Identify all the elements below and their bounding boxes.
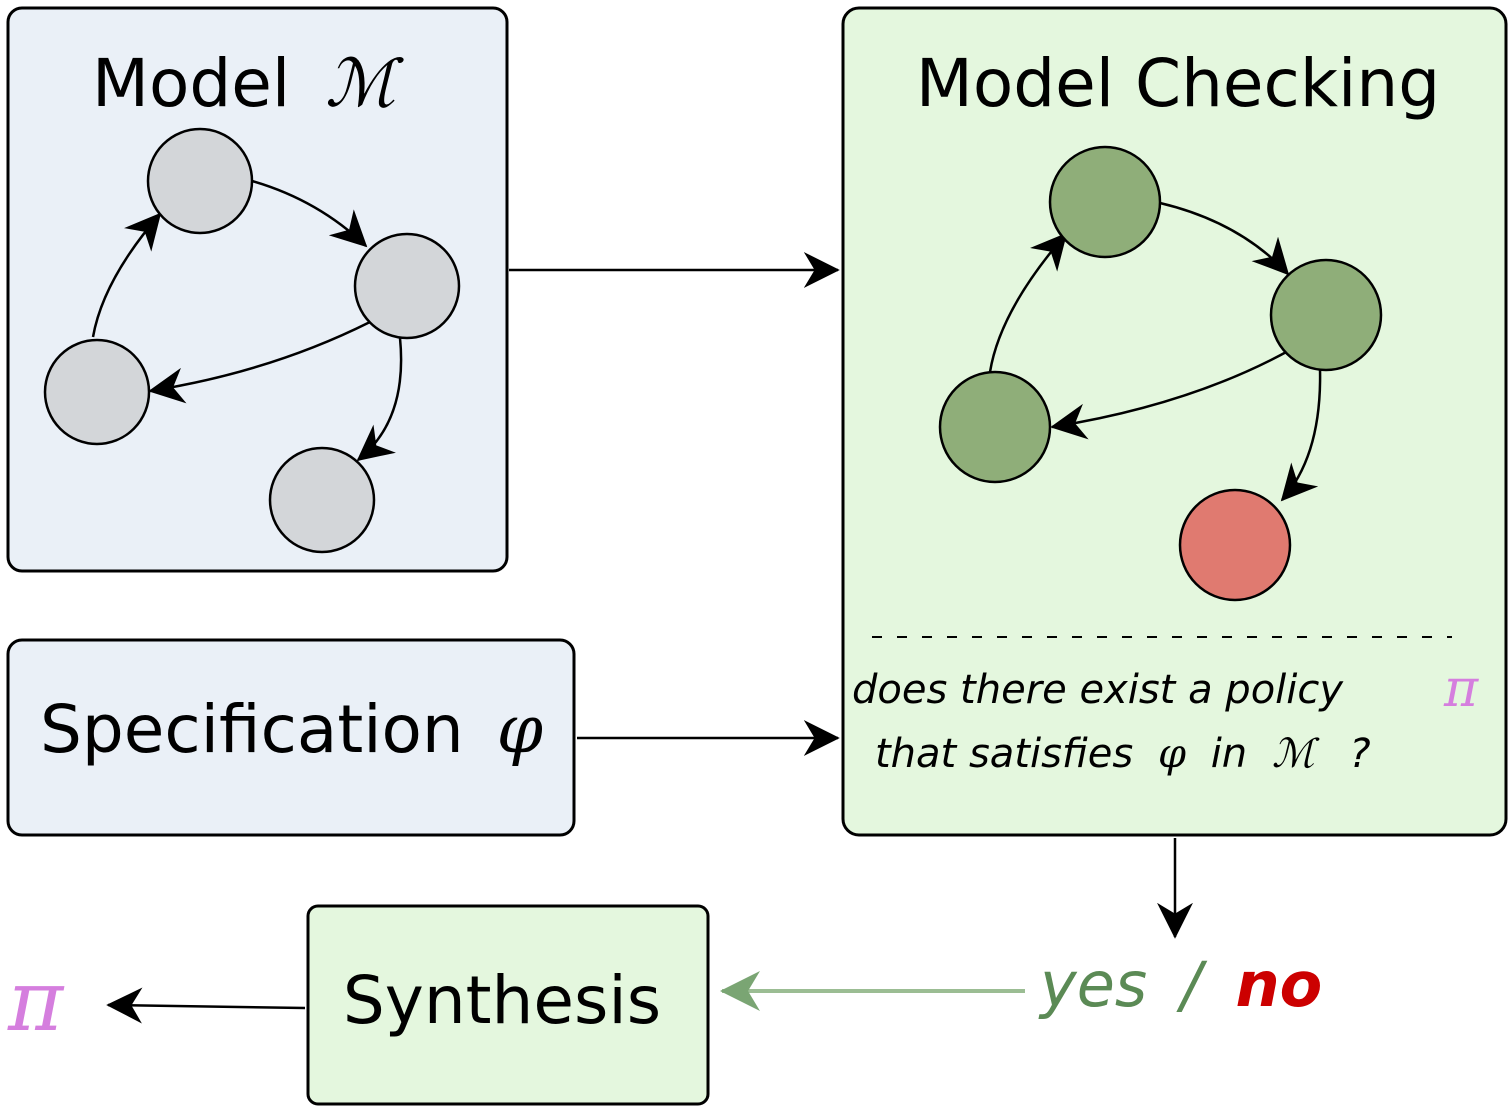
model-edge-2: [148, 320, 371, 404]
check-edge-4: [1280, 368, 1322, 502]
specification-title: Specification φ: [40, 691, 543, 768]
answer-no: no: [1235, 948, 1322, 1021]
model-node: [146, 127, 254, 235]
arrow-synthesis-to-policy: [106, 987, 306, 1024]
check-edge-1: [1159, 201, 1290, 276]
check-node-satisfied: [1269, 258, 1383, 372]
model-title: Model ℳ: [92, 45, 404, 122]
model-symbol: ℳ: [325, 45, 404, 122]
model-edge-1: [251, 179, 368, 248]
check-edge-2: [1050, 348, 1291, 440]
model-checking-title: Model Checking: [916, 45, 1440, 122]
question-model-symbol: ℳ: [1272, 731, 1320, 777]
check-node-violating: [1178, 488, 1292, 602]
model-node: [353, 232, 461, 340]
question-line-2: that satisfies φ in ℳ ?: [875, 731, 1371, 777]
model-edge-3: [91, 212, 162, 338]
check-edge-3: [988, 232, 1068, 373]
synthesis-box-frame: [306, 904, 710, 1106]
synthesis-box: Synthesis: [306, 904, 710, 1106]
question-text-1: does there exist a policy: [852, 667, 1344, 713]
question-mark: ?: [1349, 731, 1370, 777]
check-node-satisfied: [1048, 145, 1162, 259]
answer-slash: /: [1176, 948, 1208, 1021]
synthesis-title: Synthesis: [343, 962, 661, 1039]
specification-symbol: φ: [497, 691, 543, 768]
specification-box: Specification φ: [6, 638, 576, 837]
model-edge-4: [356, 337, 403, 462]
answer-text: yes / no: [1038, 948, 1322, 1021]
question-pi: π: [1443, 659, 1479, 719]
model-checking-box-frame: [841, 6, 1508, 837]
model-node: [268, 446, 376, 554]
model-label: Model: [92, 45, 290, 122]
check-node-satisfied: [938, 370, 1052, 484]
model-node: [43, 338, 151, 446]
question-line-1: does there exist a policy: [852, 667, 1344, 713]
question-phi: φ: [1158, 731, 1186, 777]
model-box: Model ℳ: [6, 6, 509, 573]
specification-label: Specification: [40, 691, 464, 768]
model-checking-box: Model Checking does there exist a policy…: [841, 6, 1508, 837]
specification-box-frame: [6, 638, 576, 837]
answer-yes: yes: [1038, 948, 1147, 1021]
output-policy-pi: π: [7, 952, 65, 1050]
question-in: in: [1211, 731, 1247, 777]
question-text-2: that satisfies: [875, 731, 1133, 777]
